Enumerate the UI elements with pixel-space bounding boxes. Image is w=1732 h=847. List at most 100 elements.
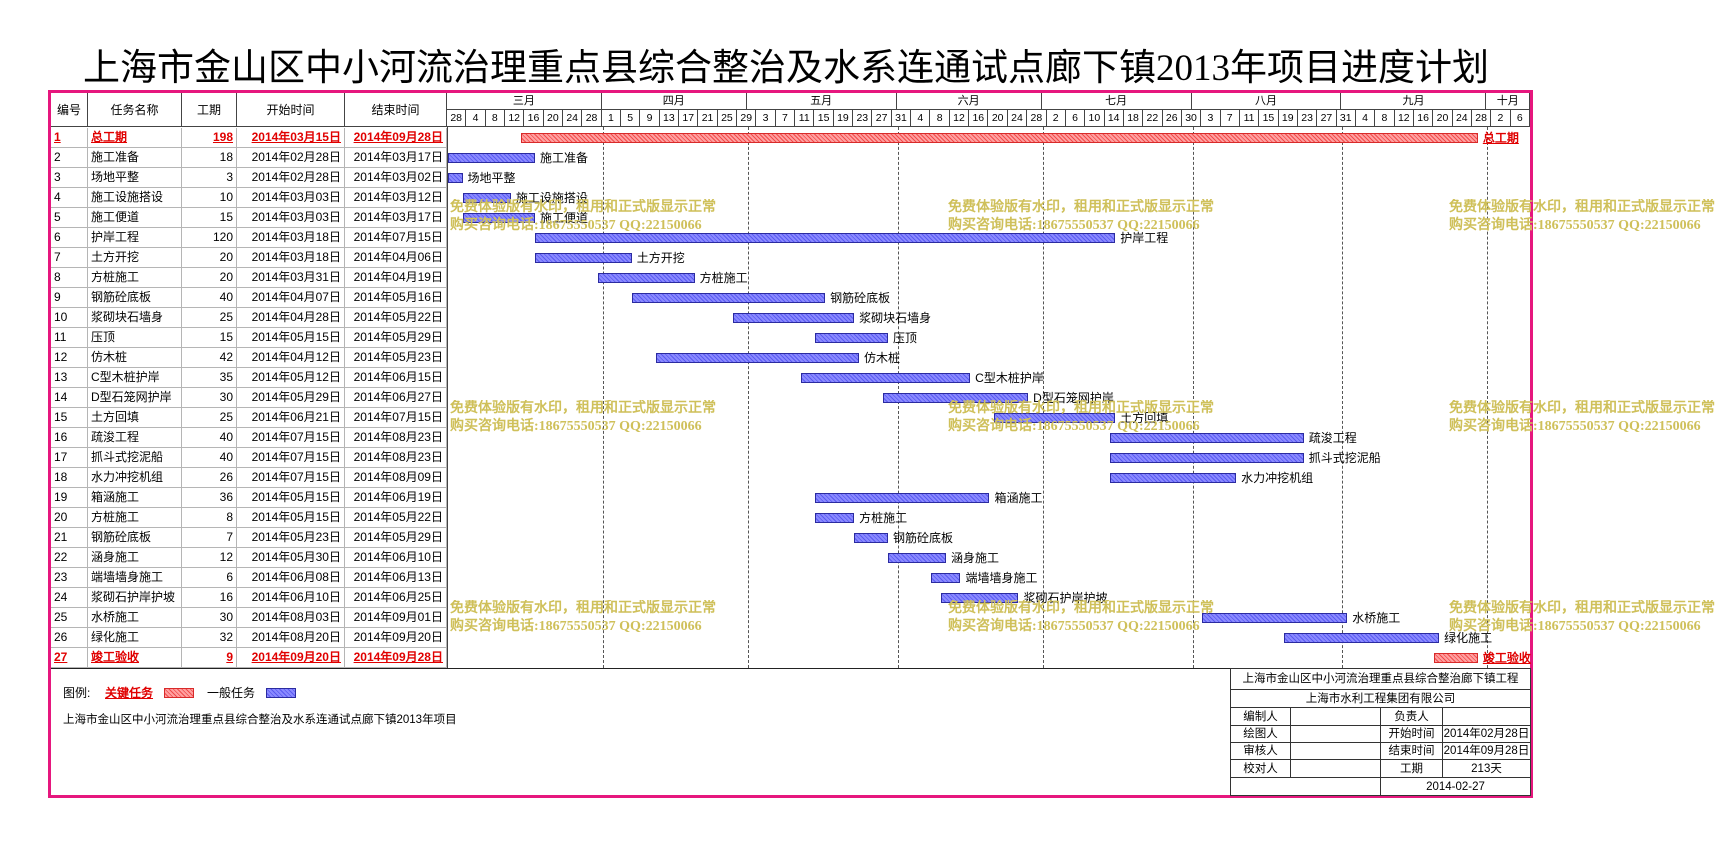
day-tick-label: 23 <box>1298 110 1318 126</box>
task-duration: 9 <box>182 648 237 668</box>
task-start-date: 2014年02月28日 <box>237 148 345 168</box>
day-tick-label: 28 <box>1027 110 1047 126</box>
day-tick-label: 19 <box>834 110 854 126</box>
task-bar-label: 钢筋砼底板 <box>830 291 891 305</box>
task-start-date: 2014年04月28日 <box>237 308 345 328</box>
task-duration: 35 <box>182 368 237 388</box>
day-tick-label: 11 <box>1240 110 1260 126</box>
task-end-date: 2014年06月10日 <box>345 548 447 568</box>
task-start-date: 2014年03月31日 <box>237 268 345 288</box>
task-bar <box>448 153 536 163</box>
task-bar <box>883 393 1029 403</box>
task-id: 20 <box>51 508 88 528</box>
task-end-date: 2014年05月29日 <box>345 528 447 548</box>
day-tick-label: 16 <box>969 110 989 126</box>
task-id: 24 <box>51 588 88 608</box>
task-start-date: 2014年02月28日 <box>237 168 345 188</box>
task-end-date: 2014年04月06日 <box>345 248 447 268</box>
day-tick-label: 4 <box>466 110 486 126</box>
day-tick-label: 25 <box>718 110 738 126</box>
month-label: 九月 <box>1341 93 1487 110</box>
task-bar-label: 涵身施工 <box>950 551 999 565</box>
day-tick-label: 10 <box>1085 110 1105 126</box>
plan-date: 2014-02-27 <box>1380 777 1531 796</box>
task-bar <box>448 173 463 183</box>
task-bar <box>815 333 888 343</box>
task-name: 总工期 <box>88 128 182 148</box>
task-end-date: 2014年05月23日 <box>345 348 447 368</box>
task-id: 26 <box>51 628 88 648</box>
task-id: 10 <box>51 308 88 328</box>
task-name: 方桩施工 <box>88 508 182 528</box>
task-duration: 15 <box>182 328 237 348</box>
day-tick-label: 21 <box>698 110 718 126</box>
drafter-label: 绘图人 <box>1230 725 1291 743</box>
task-start-date: 2014年05月15日 <box>237 328 345 348</box>
end-date-value: 2014年09月28日 <box>1442 742 1531 760</box>
task-bar <box>854 533 888 543</box>
month-gridline <box>1042 127 1044 668</box>
task-bar <box>655 353 859 363</box>
task-start-date: 2014年04月12日 <box>237 348 345 368</box>
day-tick-label: 28 <box>1472 110 1492 126</box>
column-header-start-date: 开始时间 <box>237 93 345 127</box>
task-name: 施工便道 <box>88 208 182 228</box>
task-end-date: 2014年03月17日 <box>345 148 447 168</box>
day-tick-label: 20 <box>989 110 1008 126</box>
task-bar <box>815 513 855 523</box>
task-duration: 18 <box>182 148 237 168</box>
title-block-row: 上海市水利工程集团有限公司 <box>1230 689 1531 708</box>
day-tick-label: 8 <box>930 110 950 126</box>
day-tick-label: 12 <box>1395 110 1414 126</box>
task-name: D型石笼网护岸 <box>88 388 182 408</box>
day-tick-label: 2 <box>1491 110 1511 126</box>
task-id: 5 <box>51 208 88 228</box>
day-tick-label: 3 <box>756 110 776 126</box>
day-tick-label: 19 <box>1279 110 1298 126</box>
task-start-date: 2014年03月15日 <box>237 128 345 148</box>
task-duration: 26 <box>182 468 237 488</box>
legend-critical-label: 关键任务 <box>105 686 154 700</box>
sheet-frame <box>48 90 1533 798</box>
task-start-date: 2014年03月03日 <box>237 188 345 208</box>
day-tick-label: 17 <box>679 110 699 126</box>
month-label: 十月 <box>1486 93 1530 110</box>
day-tick-label: 6 <box>1066 110 1086 126</box>
task-duration: 120 <box>182 228 237 248</box>
task-start-date: 2014年05月15日 <box>237 508 345 528</box>
task-bar-label: 护岸工程 <box>1120 231 1169 245</box>
column-header-end-date: 结束时间 <box>345 93 447 127</box>
day-tick-label: 9 <box>640 110 660 126</box>
task-bar-label: 水桥施工 <box>1352 611 1401 625</box>
task-start-date: 2014年05月12日 <box>237 368 345 388</box>
task-name: 浆砌块石墙身 <box>88 308 182 328</box>
month-gridline <box>602 127 604 668</box>
task-bar-label: 施工设施搭设 <box>515 191 588 205</box>
task-bar-label: 浆砌块石墙身 <box>859 311 932 325</box>
task-id: 13 <box>51 368 88 388</box>
start-date-label: 开始时间 <box>1380 725 1443 743</box>
task-bar-label: 绿化施工 <box>1444 631 1493 645</box>
task-bar-label: 压顶 <box>892 331 917 345</box>
task-end-date: 2014年06月27日 <box>345 388 447 408</box>
day-tick-label: 24 <box>563 110 583 126</box>
day-tick-label: 15 <box>1259 110 1279 126</box>
month-label: 七月 <box>1041 93 1192 110</box>
task-duration: 198 <box>182 128 237 148</box>
legend-title: 图例: <box>63 686 91 700</box>
task-id: 19 <box>51 488 88 508</box>
task-bar <box>815 493 990 503</box>
task-bar-label: 竣工验收 <box>1482 651 1531 665</box>
